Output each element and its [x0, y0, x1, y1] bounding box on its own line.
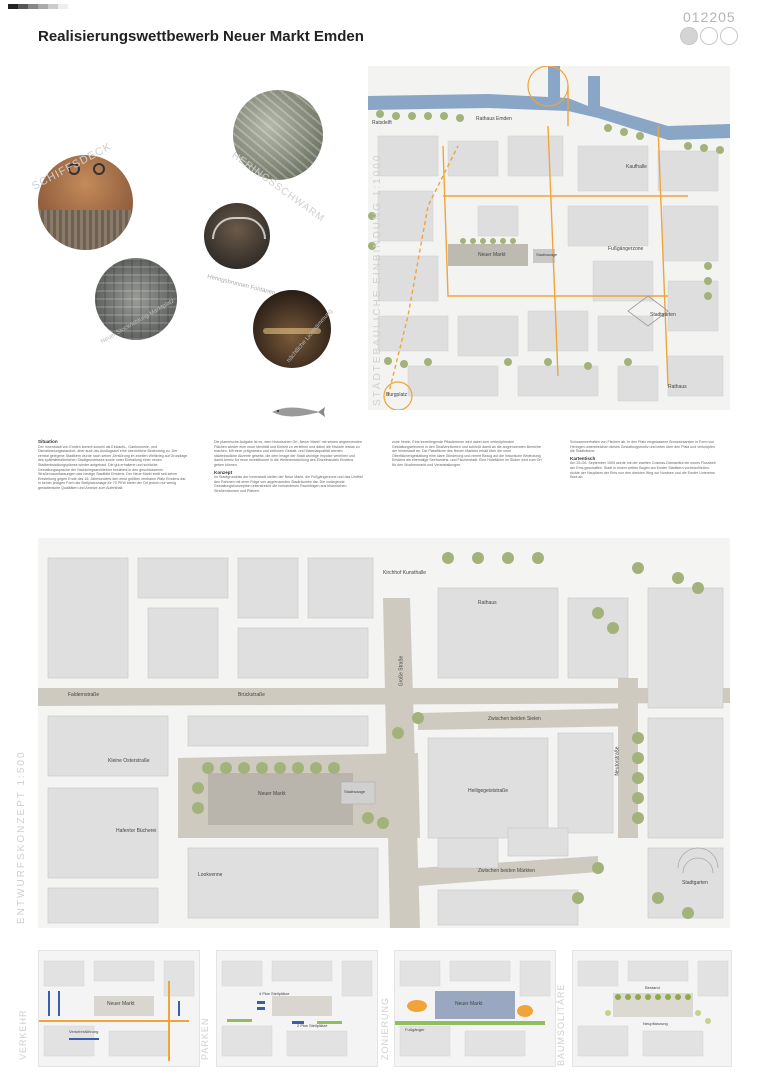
- plan-label-stadtwaage: Stadtwaage: [344, 789, 366, 794]
- mini-label-verkehr: VERKEHR: [18, 1009, 28, 1060]
- text-col4-body: Schwarmverhalten von Fischen ab. In den …: [570, 440, 716, 454]
- mini-zonierung-drawing: [395, 960, 551, 1057]
- mini-map-verkehr[interactable]: Neuer Markt Verkehrsführung: [38, 950, 200, 1067]
- mini-verkehr-note2: Verkehrsführung: [69, 1029, 99, 1034]
- page-title: Realisierungswettbewerb Neuer Markt Emde…: [38, 28, 364, 45]
- text-col1-body: Der Innenstadt von Emden kommt sowohl al…: [38, 444, 188, 490]
- overview-label-burgplatz: Burgplatz: [386, 392, 408, 398]
- text-col2-body: Die planerische Aufgabe ist es, dem hist…: [214, 440, 363, 467]
- text-col4-heading: Kartentisch: [570, 455, 596, 461]
- plan-map[interactable]: Kirchhof Kunsthalle Rathaus Neuer Markt …: [38, 538, 730, 928]
- text-col2b-body: Im Stadtgrundriss der Innenstadt stellen…: [214, 475, 363, 493]
- plan-stadtwaage-building: [340, 781, 376, 805]
- overview-label-rathaus: Rathaus Emden: [476, 116, 512, 122]
- plan-label-neuer-markt: Neuer Markt: [258, 791, 286, 797]
- plan-label-zwischen-beiden-sielen: Zwischen beiden Sielen: [488, 716, 541, 722]
- plan-label-heiligegeiststrasse: Heiligegeiststraße: [468, 788, 509, 794]
- mini-zonierung-note: Neuer Markt: [455, 1001, 483, 1007]
- plan-label-lookvenne: Lookvenne: [198, 872, 223, 878]
- mini-verkehr-drawing: [39, 960, 195, 1061]
- circle-indicators: [680, 27, 740, 45]
- photo-wooden-deck: [38, 155, 133, 250]
- color-calibration-bar: [8, 4, 68, 9]
- plan-label-neutorstrasse: Neutorstraße: [614, 746, 621, 776]
- competition-code: 012205: [683, 9, 736, 25]
- label-fountain: Heringsbrunnen Fontänen: [206, 274, 276, 297]
- overview-neuer-markt: [448, 244, 528, 266]
- mini-label-zonierung: ZONIERUNG: [380, 997, 390, 1060]
- photo-square-aerial: [95, 258, 177, 340]
- mini-map-parken[interactable]: 4 Pkw Stellplätze 2 Pkw Stellplätze: [216, 950, 378, 1067]
- text-column-3: zone hinein. Eine innenliegende Pflaster…: [392, 440, 542, 468]
- plan-label-kirchhof: Kirchhof Kunsthalle: [383, 570, 427, 576]
- text-col2-heading: Konzept: [214, 469, 233, 475]
- plan-label-stadtgarten: Stadtgarten: [682, 880, 708, 886]
- mini-map-zonierung[interactable]: Neuer Markt Fußgänger: [394, 950, 556, 1067]
- plan-map-vertical-label: ENTWURFSKONZEPT 1:500: [16, 750, 27, 924]
- plan-label-brueckstrasse: Brückstraße: [238, 692, 265, 698]
- text-col3-body: zone hinein. Eine innenliegende Pflaster…: [392, 440, 542, 467]
- mini-label-baumsolitaere: BAUMSOLITÄRE: [556, 983, 566, 1066]
- mini-parken-note: 4 Pkw Stellplätze: [259, 991, 290, 996]
- overview-label-stadtwaage: Stadtwaage: [536, 252, 558, 257]
- text-col1-heading: Situation: [38, 439, 58, 444]
- overview-label-kaufhalle: Kaufhalle: [626, 164, 647, 170]
- plan-label-faldernstrasse: Faldernstraße: [68, 692, 100, 698]
- plan-label-rathaus: Rathaus: [478, 600, 497, 606]
- overview-label-delft: Ratsdelft: [372, 120, 392, 126]
- overview-map-drawing: [368, 65, 730, 411]
- text-column-4: Schwarmverhalten von Fischen ab. In den …: [570, 440, 720, 480]
- overview-label-rathausplatz: Rathaus: [668, 384, 687, 390]
- photo-night-light: [253, 290, 331, 368]
- canal-water: [368, 76, 730, 140]
- text-column-2: Die planerische Aufgabe ist es, dem hist…: [214, 440, 364, 494]
- plan-map-drawing: [38, 538, 730, 928]
- overview-label-neuer-markt: Neuer Markt: [478, 252, 506, 258]
- text-col4b-body: Am 25./26. September 1509 wurde mit der …: [570, 461, 716, 480]
- mini-parken-drawing: [221, 960, 373, 1057]
- mini-verkehr-note: Neuer Markt: [107, 1001, 135, 1007]
- mini-baum-note2: Neupflanzung: [643, 1021, 668, 1026]
- plan-trees: [192, 552, 704, 919]
- overview-label-fussgaengerzone: Fußgängerzone: [608, 246, 644, 252]
- mini-baum-drawing: [577, 960, 729, 1057]
- mini-label-parken: PARKEN: [200, 1017, 210, 1060]
- overview-map[interactable]: Rathaus Emden Ratsdelft Kaufhalle Neuer …: [368, 65, 730, 411]
- photo-fish-swarm: [233, 90, 323, 180]
- mini-baum-note: Bestand: [645, 985, 660, 990]
- photo-fountain: [204, 203, 270, 269]
- plan-label-bibliothek: Hafentor Bücherei: [116, 828, 157, 834]
- plan-neuer-markt-surface: [208, 773, 353, 825]
- overview-label-stadtgarten: Stadtgarten: [650, 312, 676, 318]
- herring-icon: [272, 407, 325, 417]
- mini-zonierung-note2: Fußgänger: [405, 1027, 425, 1032]
- plan-label-kleine-osterstrasse: Kleine Osterstraße: [108, 758, 150, 764]
- plan-label-zwischen-beiden-markten: Zwischen beiden Märkten: [478, 868, 535, 874]
- mini-map-baumsolitaere[interactable]: Bestand Neupflanzung: [572, 950, 732, 1067]
- mini-parken-note2: 2 Pkw Stellplätze: [297, 1023, 328, 1028]
- plan-label-grosse-strasse: Große Straße: [398, 655, 405, 687]
- text-column-1: Situation Der Innenstadt von Emden kommt…: [38, 439, 188, 491]
- overview-map-vertical-label: STÄDTEBAULICHE EINBINDUNG 1:1000: [372, 153, 383, 406]
